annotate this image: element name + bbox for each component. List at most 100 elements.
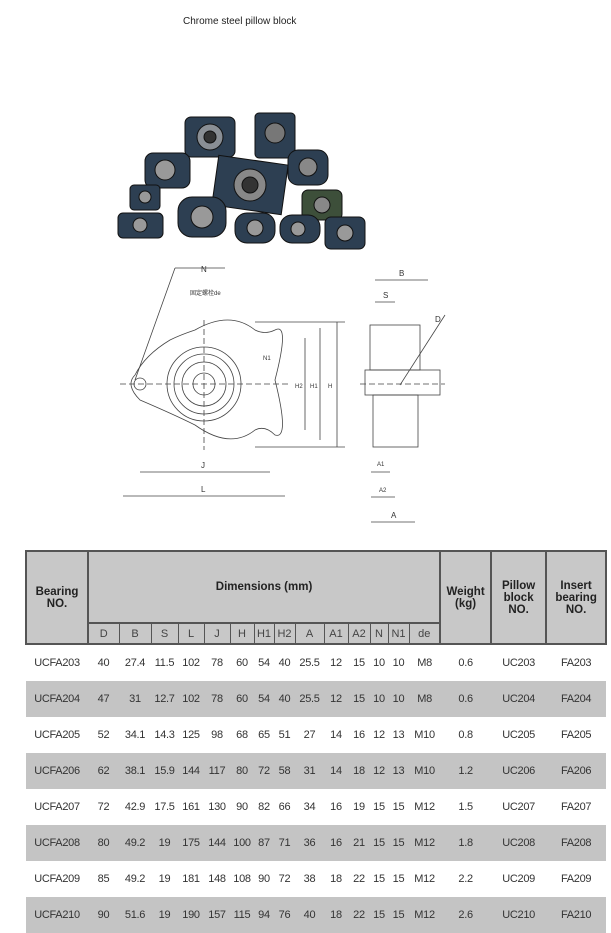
table-cell: 0.6 — [440, 681, 492, 717]
table-cell: UC206 — [491, 753, 547, 789]
header-dim-l: L — [177, 622, 205, 645]
table-cell: 15 — [392, 801, 405, 813]
table-cell: 12.7 — [151, 681, 178, 717]
table-cell: 54 — [254, 681, 274, 717]
table-cell: FA210 — [546, 897, 607, 933]
table-cell: 15 — [348, 681, 370, 717]
table-cell: 125 — [182, 729, 200, 741]
header-dim-a: A — [294, 622, 325, 645]
table-cell: 62 — [88, 753, 119, 789]
table-cell: FA209 — [560, 873, 592, 885]
header-dim-a1: A1 — [323, 622, 349, 645]
table-cell: 16 — [324, 825, 348, 861]
label-h2: H2 — [295, 384, 303, 390]
table-cell: UCFA203 — [34, 657, 80, 669]
table-cell: M12 — [414, 801, 435, 813]
header-dimensions: Dimensions (mm) — [86, 550, 442, 624]
label-h1: H1 — [310, 384, 318, 390]
table-cell: UC205 — [502, 729, 535, 741]
table-cell: FA205 — [560, 729, 592, 741]
table-cell: 12 — [330, 657, 342, 669]
table-cell: UCFA208 — [26, 825, 88, 861]
table-cell: 94 — [254, 897, 274, 933]
table-cell: 10 — [370, 681, 388, 717]
table-cell: 2.6 — [440, 897, 492, 933]
table-cell: 18 — [324, 897, 348, 933]
table-cell: UCFA205 — [34, 729, 80, 741]
table-cell: 22 — [353, 873, 365, 885]
table-cell: 54 — [258, 657, 270, 669]
table-cell: 51 — [278, 729, 291, 741]
table-cell: 102 — [182, 657, 200, 669]
table-cell: M8 — [417, 657, 432, 669]
table-cell: 1.5 — [458, 801, 473, 813]
table-cell: 85 — [97, 873, 110, 885]
table-cell: 34 — [303, 801, 316, 813]
header-dim-b: B — [118, 622, 152, 645]
label-b: B — [399, 269, 404, 278]
table-cell: 10 — [373, 657, 385, 669]
table-cell: 82 — [258, 801, 270, 813]
table-cell: 27 — [303, 729, 316, 741]
table-cell: UC210 — [491, 897, 547, 933]
table-cell: M12 — [409, 825, 441, 861]
table-cell: 14 — [324, 753, 348, 789]
table-cell: 72 — [97, 801, 110, 813]
header-dim-a2: A2 — [347, 622, 371, 645]
table-cell: 181 — [182, 873, 200, 885]
table-cell: UCFA206 — [26, 753, 88, 789]
table-cell: 78 — [204, 681, 230, 717]
table-cell: 60 — [236, 657, 248, 669]
table-cell: 16 — [353, 729, 365, 741]
table-cell: 40 — [278, 657, 291, 669]
table-cell: 22 — [348, 897, 370, 933]
table-cell: 15 — [370, 897, 388, 933]
header-dim-h: H — [229, 622, 255, 645]
specification-table: Bearing NO. Dimensions (mm) Weight (kg) … — [25, 550, 608, 933]
table-cell: 25.5 — [299, 657, 320, 669]
table-cell: FA203 — [560, 657, 592, 669]
table-cell: 42.9 — [124, 801, 146, 813]
table-cell: 47 — [88, 681, 119, 717]
table-cell: 87 — [254, 825, 274, 861]
table-cell: 15 — [373, 873, 385, 885]
table-cell: 15 — [373, 801, 385, 813]
table-cell: 80 — [88, 825, 119, 861]
label-a1: A1 — [377, 462, 385, 468]
table-cell: 15 — [392, 873, 405, 885]
table-cell: 19 — [151, 825, 178, 861]
table-cell: M12 — [414, 873, 435, 885]
table-cell: 38.1 — [119, 753, 151, 789]
table-cell: 15 — [388, 897, 409, 933]
table-cell: 90 — [258, 873, 270, 885]
table-cell: 21 — [348, 825, 370, 861]
table-cell: 1.8 — [440, 825, 492, 861]
table-cell: 60 — [230, 681, 254, 717]
table-cell: 90 — [88, 897, 119, 933]
table-cell: 80 — [230, 753, 254, 789]
label-s: S — [383, 291, 388, 300]
table-cell: M10 — [409, 753, 441, 789]
label-note: 固定螺栓de — [190, 289, 221, 297]
product-photo — [117, 112, 366, 250]
table-cell: 12 — [373, 729, 385, 741]
table-cell: 98 — [211, 729, 223, 741]
header-dim-s: S — [150, 622, 179, 645]
table-cell: UC207 — [502, 801, 535, 813]
label-a2: A2 — [379, 488, 387, 494]
table-cell: 13 — [388, 753, 409, 789]
label-n: N — [201, 265, 207, 274]
table-cell: UC208 — [491, 825, 547, 861]
table-cell: 144 — [204, 825, 230, 861]
table-cell: 58 — [274, 753, 295, 789]
table-cell: 52 — [97, 729, 110, 741]
table-cell: 190 — [178, 897, 204, 933]
table-cell: 175 — [178, 825, 204, 861]
table-cell: 31 — [119, 681, 151, 717]
table-cell: 40 — [274, 681, 295, 717]
table-cell: 19 — [158, 873, 171, 885]
table-cell: 40 — [295, 897, 324, 933]
table-cell: 68 — [236, 729, 248, 741]
